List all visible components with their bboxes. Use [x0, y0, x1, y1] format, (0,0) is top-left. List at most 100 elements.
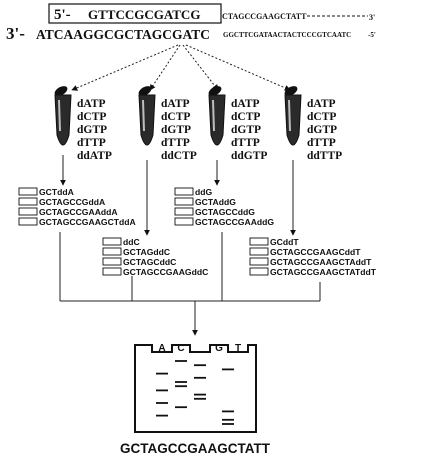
gel-lane-label: A [158, 343, 165, 354]
primer-bar [102, 267, 122, 276]
primer-bar [249, 257, 269, 266]
fragment-label: GCTAGCCGAAGCddT [270, 247, 361, 257]
fragment-label: GCTAGCCGddA [39, 197, 105, 207]
primer-strand: 5'- GTTCCGCGATCG CTAGCCGAAGCTATT 3' [48, 3, 375, 24]
fragment-group-a: GCTddAGCTAGCCGddAGCTAGCCGAAddAGCTAGCCGAA… [18, 187, 136, 227]
primer-bar [174, 197, 194, 206]
primer-bar [249, 247, 269, 256]
fragment-label: GCTAGCCGAAGCTddA [39, 217, 136, 227]
tube-reagent: dATP [77, 98, 106, 110]
fragment-label: GCTAGddC [123, 247, 170, 257]
primer-bar [174, 207, 194, 216]
tube-reagent: dTTP [307, 137, 336, 149]
arrow-to-tube-c [149, 44, 181, 91]
tube-body-icon [138, 94, 156, 146]
tube-body-icon [54, 94, 72, 146]
tube-reagent: ddCTP [161, 150, 197, 162]
template-5prime-label: -5' [368, 31, 376, 39]
tube-reagent: ddGTP [231, 150, 267, 162]
tube-body-icon [208, 94, 226, 146]
fragment-label: GCddT [270, 237, 299, 247]
tube-reagent: dATP [231, 98, 260, 110]
tube-cap-icon [208, 86, 222, 96]
tube-highlight [58, 99, 61, 132]
tube-reagent: dATP [307, 98, 336, 110]
primer-bar [174, 187, 194, 196]
primer-bar [249, 237, 269, 246]
primer-bar [174, 217, 194, 226]
tube-reagent: dCTP [161, 111, 190, 123]
tube-reagent: dGTP [307, 124, 337, 136]
fragment-label: GCTAGCCGAAGCTAddT [270, 257, 372, 267]
fragment-label: GCTAddG [195, 197, 236, 207]
arrow-to-tube-t [185, 44, 291, 91]
fragment-label: GCTAGCCGAAGddC [123, 267, 208, 277]
merge-lines [59, 232, 321, 336]
gel-slab [134, 344, 257, 433]
primer-5prime-label: 5'- [54, 7, 71, 23]
tube-cap-icon [284, 86, 298, 96]
tube-highlight [288, 99, 291, 132]
primer-bar [102, 247, 122, 256]
primer-bar [18, 187, 38, 196]
tube-reagent: ddATP [77, 150, 112, 162]
primer-box [48, 3, 222, 24]
reaction-tubes: dATPdCTPdGTPdTTPddATPdATPdCTPdGTPdTTPddC… [54, 86, 342, 162]
gel-lane-label: G [215, 343, 223, 354]
fragment-group-t: GCddTGCTAGCCGAAGCddTGCTAGCCGAAGCTAddTGCT… [249, 237, 377, 277]
tube-reagent: dCTP [231, 111, 260, 123]
template-rest-sequence: GGCTTCGATAACTACTCCCGTCAATC [223, 31, 351, 39]
fragment-label: GCTAGCddC [123, 257, 176, 267]
fragment-label: GCTAGCCGAAGCTATddT [270, 267, 377, 277]
gel-lane-label: C [177, 343, 184, 354]
primer-extension-sequence: CTAGCCGAAGCTATT [222, 12, 307, 21]
fragment-label: GCTAGCCddG [195, 207, 255, 217]
primer-bar [18, 217, 38, 226]
tube-body-icon [284, 94, 302, 146]
tube-reagent: dTTP [77, 137, 106, 149]
primer-bar [249, 267, 269, 276]
fragment-label: ddG [195, 187, 212, 197]
primer-bar [102, 237, 122, 246]
gel-lane-label: T [235, 343, 241, 354]
primer-bar [18, 197, 38, 206]
tube-reagent: ddTTP [307, 150, 342, 162]
tube-reagent: dTTP [231, 137, 260, 149]
split-arrows [71, 44, 291, 91]
tube-reagent: dGTP [231, 124, 261, 136]
fragment-label: GCTAGCCGAAddA [39, 207, 118, 217]
fragment-groups: GCTddAGCTAGCCGddAGCTAGCCGAAddAGCTAGCCGAA… [18, 187, 377, 277]
template-3prime-label: 3'- [6, 24, 25, 43]
primer-sequence: GTTCCGCGATCG [88, 7, 200, 22]
template-sequence: ATCAAGGCGCTAGCGATC [36, 27, 210, 42]
primer-bar [18, 207, 38, 216]
fragment-label: GCTddA [39, 187, 74, 197]
template-strand: 3'- ATCAAGGCGCTAGCGATC GGCTTCGATAACTACTC… [6, 24, 376, 43]
tube-reagent: dTTP [161, 137, 190, 149]
primer-3prime-label: 3' [369, 13, 375, 22]
tube-highlight [212, 99, 215, 132]
tube-reagent: dCTP [307, 111, 336, 123]
arrow-to-tube-g [182, 44, 219, 91]
tube-cap-icon [138, 86, 152, 96]
tube-highlight [142, 99, 145, 132]
tube-reagent: dGTP [77, 124, 107, 136]
primer-bar [102, 257, 122, 266]
tube-to-fragment-arrows [60, 155, 296, 236]
fragment-label: GCTAGCCGAAddG [195, 217, 274, 227]
tube-reagent: dATP [161, 98, 190, 110]
tube-cap-icon [54, 86, 68, 96]
tube-reagent: dGTP [161, 124, 191, 136]
result-sequence: GCTAGCCGAAGCTATT [120, 441, 271, 456]
tube-reagent: dCTP [77, 111, 106, 123]
arrow-to-tube-a [71, 44, 179, 91]
fragment-label: ddC [123, 237, 140, 247]
